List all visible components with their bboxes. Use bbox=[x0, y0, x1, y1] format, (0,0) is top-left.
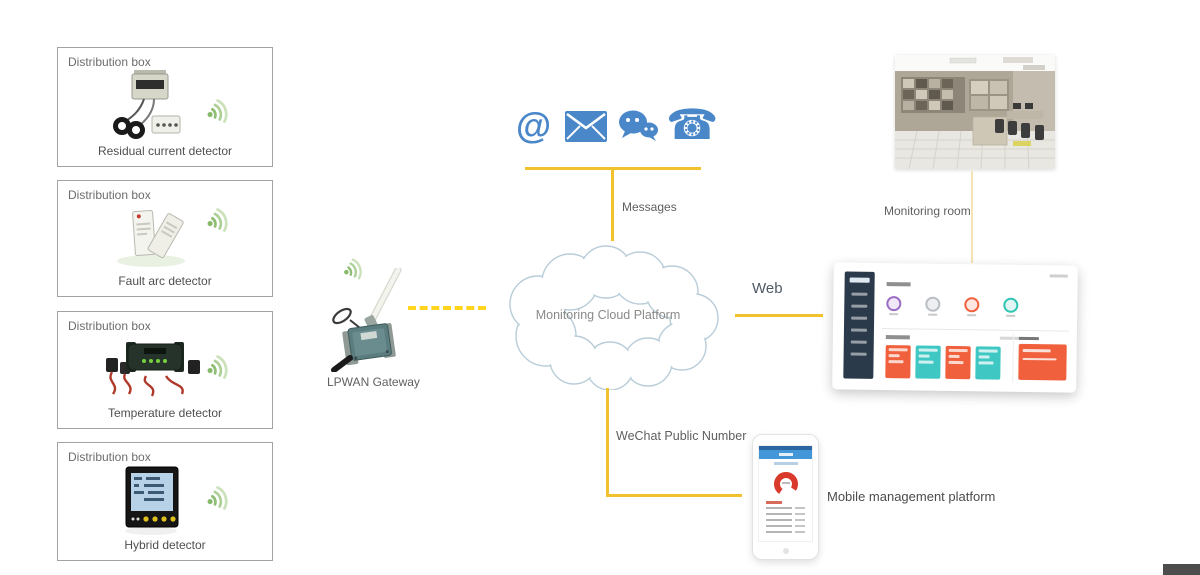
hybrid-detector-image bbox=[125, 466, 179, 535]
mobile-platform-label: Mobile management platform bbox=[827, 489, 996, 504]
dashboard-right-panel bbox=[1012, 333, 1069, 384]
cloud-label: Monitoring Cloud Platform bbox=[535, 308, 681, 322]
wireless-signal-icon bbox=[204, 94, 238, 128]
phone-list-title bbox=[766, 501, 782, 504]
phone-list-row bbox=[759, 506, 812, 509]
web-label: Web bbox=[752, 280, 783, 297]
box-title: Distribution box bbox=[68, 55, 151, 69]
dashboard-divider bbox=[881, 327, 1069, 332]
mail-envelope-icon bbox=[565, 111, 607, 142]
room-dashboard-line bbox=[971, 171, 973, 263]
monitoring-room-photo bbox=[895, 55, 1055, 169]
stat-icon-purple bbox=[886, 296, 902, 312]
stat-icon-orange bbox=[964, 297, 980, 313]
wechat-horizontal-line bbox=[606, 494, 742, 497]
web-line bbox=[735, 314, 823, 317]
dashboard-stat-icons bbox=[886, 296, 1019, 313]
phone-list-row bbox=[759, 524, 812, 527]
lpwan-gateway-image bbox=[331, 268, 402, 372]
phone-list-row bbox=[759, 512, 812, 515]
stat-icon-gray bbox=[925, 296, 941, 312]
card-teal bbox=[975, 346, 1001, 380]
wireless-signal-icon bbox=[204, 350, 238, 384]
sidebar-nav-item bbox=[850, 328, 867, 332]
phone-subheader bbox=[759, 459, 812, 468]
sidebar-nav-item bbox=[851, 292, 868, 296]
email-at-icon: @ bbox=[516, 105, 552, 146]
box-title: Distribution box bbox=[68, 319, 151, 333]
dashboard-logo bbox=[849, 277, 870, 283]
phone-list-row bbox=[759, 530, 812, 533]
sidebar-nav-item bbox=[850, 352, 867, 356]
phone-app-header bbox=[759, 450, 812, 459]
mobile-phone-mockup bbox=[752, 434, 819, 560]
wechat-public-number-label: WeChat Public Number bbox=[616, 429, 747, 443]
wechat-vertical-line bbox=[606, 388, 609, 497]
box-title: Distribution box bbox=[68, 450, 151, 464]
phone-screen bbox=[758, 445, 813, 542]
phone-status-bar bbox=[759, 446, 812, 450]
fault-arc-detector-image bbox=[117, 209, 185, 267]
phone-list-row bbox=[759, 518, 812, 521]
web-dashboard-screenshot bbox=[832, 262, 1078, 393]
residual-current-detector-image bbox=[113, 70, 181, 139]
gateway-label: LPWAN Gateway bbox=[327, 375, 420, 389]
box-caption: Residual current detector bbox=[97, 144, 233, 158]
monitoring-room-label: Monitoring room bbox=[884, 204, 971, 218]
phone-home-button bbox=[782, 548, 789, 554]
detector-box-fault-arc: Distribution box Fault arc detector bbox=[57, 180, 273, 297]
dashboard-sidebar bbox=[843, 271, 875, 379]
sidebar-nav-item bbox=[851, 304, 868, 308]
dashboard-cards bbox=[885, 345, 1001, 380]
sidebar-nav-item bbox=[850, 340, 867, 344]
detector-box-residual-current: Distribution box Residual current detect… bbox=[57, 47, 273, 167]
gateway-cloud-dashed-link bbox=[408, 306, 486, 310]
sidebar-nav-item bbox=[851, 316, 868, 320]
messages-label: Messages bbox=[622, 200, 677, 214]
stat-icon-teal bbox=[1003, 297, 1019, 313]
box-caption: Hybrid detector bbox=[124, 538, 206, 552]
monitoring-cloud: Monitoring Cloud Platform bbox=[488, 240, 728, 391]
box-caption: Fault arc detector bbox=[118, 274, 212, 288]
right-panel-title bbox=[1018, 336, 1039, 341]
card-teal bbox=[915, 345, 941, 379]
detector-box-temperature: Distribution box Temperature detector bbox=[57, 311, 273, 429]
wechat-icon bbox=[619, 110, 658, 141]
temperature-detector-image bbox=[106, 342, 200, 397]
detector-box-hybrid: Distribution box Hybrid detector bbox=[57, 442, 273, 561]
dashboard-section-title bbox=[886, 282, 911, 287]
corner-mark bbox=[1163, 564, 1200, 575]
cloud-shape bbox=[509, 245, 719, 391]
dashboard-topbar bbox=[1049, 274, 1068, 278]
card-orange bbox=[945, 345, 971, 380]
box-caption: Temperature detector bbox=[107, 406, 223, 420]
box-title: Distribution box bbox=[68, 188, 151, 202]
dashboard-section-title bbox=[885, 335, 910, 340]
dashboard-main bbox=[881, 272, 1069, 384]
phone-gauge-chart bbox=[773, 472, 798, 496]
wireless-signal-icon bbox=[204, 481, 238, 515]
wireless-signal-icon bbox=[204, 203, 238, 237]
messages-vertical-line bbox=[611, 167, 614, 241]
right-panel-alert-card bbox=[1018, 343, 1067, 381]
card-orange bbox=[885, 345, 911, 379]
telephone-icon: ☎ bbox=[666, 101, 719, 148]
